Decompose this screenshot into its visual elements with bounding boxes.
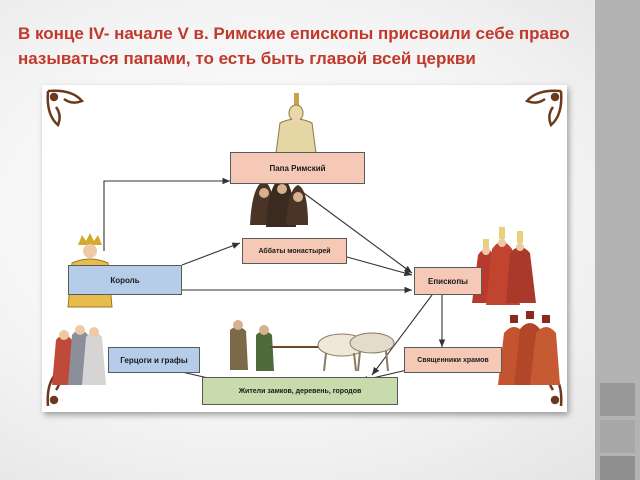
right-decor-band: [595, 0, 640, 480]
arrow-pope-to-bishops: [296, 187, 413, 274]
node-bishops: Епископы: [414, 267, 482, 295]
diagram-canvas: [46, 89, 563, 407]
node-abbots: Аббаты монастырей: [242, 238, 347, 264]
arrow-king-to-pope: [103, 177, 230, 251]
corner-ornament-top-left: [46, 89, 85, 128]
bishops-figures: [472, 227, 536, 305]
node-residents: Жители замков, деревень, городов: [202, 377, 398, 405]
node-dukes: Герцоги и графы: [108, 347, 200, 373]
dukes-figures: [52, 325, 106, 385]
peasants-figures: [230, 320, 322, 371]
decor-square: [600, 420, 635, 453]
arrow-bishops-to-residents: [371, 294, 433, 376]
diagram-frame: Папа Римский Аббаты монастырей Король Еп…: [42, 85, 567, 412]
corner-ornament-top-right: [524, 89, 563, 128]
pope-figure: [275, 93, 317, 154]
arrows: [103, 177, 446, 385]
abbots-figures: [250, 177, 308, 227]
slide-title: В конце IV- начале V в. Римские епископы…: [18, 24, 570, 68]
priests-figures: [498, 311, 560, 385]
node-king: Король: [68, 265, 182, 295]
node-priests: Священники храмов: [404, 347, 502, 373]
oxen-figures: [317, 332, 395, 372]
node-pope: Папа Римский: [230, 152, 365, 184]
decor-square: [600, 456, 635, 480]
arrow-king-to-abbots: [181, 242, 241, 266]
arrow-abbots-to-bishops: [346, 256, 413, 277]
decor-square: [600, 383, 635, 416]
